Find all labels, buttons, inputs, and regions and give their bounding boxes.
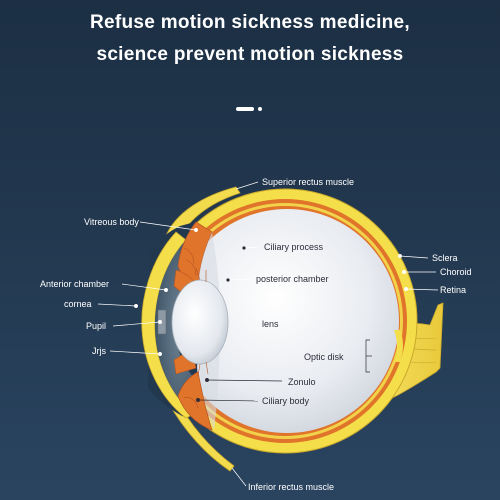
optic-disk <box>394 330 403 362</box>
label-sclera: Sclera <box>432 253 458 263</box>
label-irjs: Jrjs <box>92 346 106 356</box>
label-posterior-chamber: posterior chamber <box>256 274 329 284</box>
label-superior-rectus-muscle: Superior rectus muscle <box>262 177 354 187</box>
page-subtitle: science prevent motion sickness <box>96 44 404 65</box>
divider-dot <box>258 107 262 111</box>
label-retina: Retina <box>440 285 466 295</box>
label-choroid: Choroid <box>440 267 472 277</box>
label-ciliary-process: Ciliary process <box>264 242 324 252</box>
label-zonulo: Zonulo <box>288 377 316 387</box>
vitreous-body <box>175 209 399 433</box>
label-cornea: cornea <box>64 299 92 309</box>
label-inferior-rectus-muscle: Inferior rectus muscle <box>248 482 334 492</box>
label-lens: lens <box>262 319 279 329</box>
zonule-fibers <box>195 267 209 377</box>
label-pupil: Pupil <box>86 321 106 331</box>
label-vitreous-body: Vitreous body <box>84 217 139 227</box>
divider-dash <box>236 107 254 111</box>
page-title: Refuse motion sickness medicine, <box>89 12 411 33</box>
label-anterior-chamber: Anterior chamber <box>40 279 109 289</box>
label-ciliary-body: Ciliary body <box>262 396 310 406</box>
ciliary-body <box>177 371 213 431</box>
lens <box>171 279 229 365</box>
label-optic-disk: Optic disk <box>304 352 344 362</box>
